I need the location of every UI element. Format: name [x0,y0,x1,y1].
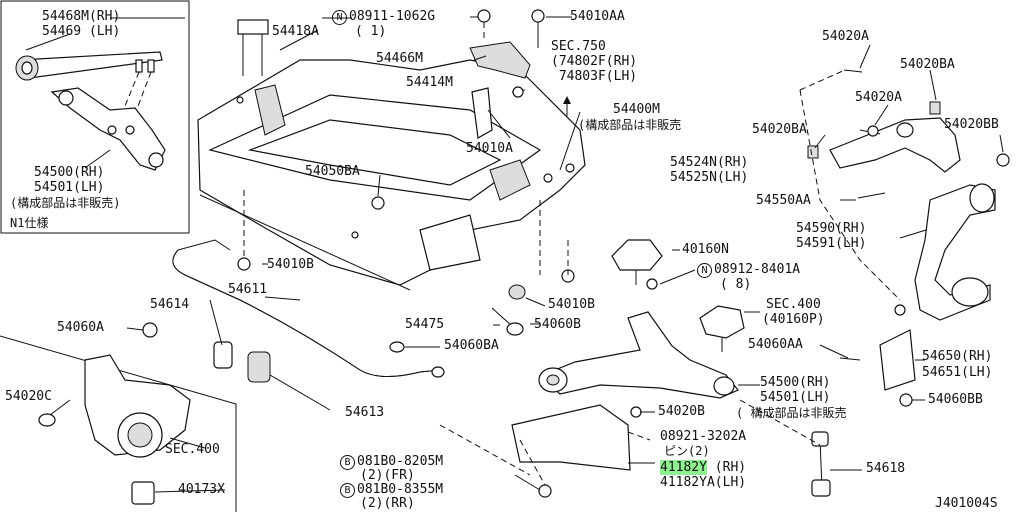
label-54010b-1: 54010B [267,257,314,272]
label-54525n: 54525N(LH) [670,170,749,185]
knuckle-frame [0,335,237,512]
label-54020c: 54020C [5,389,52,404]
label-08911-text: 08911-1062G [349,9,436,24]
bracket-54414m [471,87,493,139]
label-54524n: 54524N(RH) [670,155,749,170]
inset-part-54469: 54469 (LH) [42,24,121,39]
circle-b-symbol: B [340,455,355,470]
label-41182ya: 41182YA(LH) [660,475,747,490]
label-54651: 54651(LH) [922,365,993,380]
label-54613: 54613 [345,405,385,420]
label-54475: 54475 [405,317,445,332]
circle-n-symbol: N [332,10,347,25]
label-54060a: 54060A [57,320,104,335]
label-081b0-8205m-text: 081B0-8205M [357,454,444,469]
label-54590: 54590(RH) [796,221,867,236]
bolt-54060a [142,322,158,338]
label-74803f: 74803F(LH) [551,69,638,84]
label-081b0-8355m-qty: (2)(RR) [360,496,415,511]
label-54418a: 54418A [272,24,319,39]
upper-arm-54524n [807,69,1010,199]
label-41182y-rh: (RH) [714,460,747,475]
label-54400m: 54400M [613,102,660,117]
steering-knuckle [38,354,191,505]
inset-upper-arm [15,33,163,123]
label-08921-pin: ピン(2) [664,444,710,458]
label-54650: 54650(RH) [922,349,993,364]
front-suspension-member [197,59,586,291]
inset-note: (構成部品は非販売) [10,196,121,210]
label-54010b-2: 54010B [548,297,595,312]
label-40160p: (40160P) [762,312,825,327]
axle-housing-54590 [894,183,996,321]
label-54501-lh: 54501(LH) [760,390,831,405]
label-54591: 54591(LH) [796,236,867,251]
label-54050ba: 54050BA [305,164,360,179]
diagram-id: J401004S [935,496,998,511]
label-54550aa: 54550AA [756,193,811,208]
leader-lines [49,16,1004,493]
top-bolts [237,9,545,98]
highlighted-part-41182y: 41182Y [660,460,707,475]
label-54060aa: 54060AA [748,337,803,352]
label-54020ba-1: 54020BA [900,57,955,72]
inset-variant-label: N1仕様 [10,216,49,230]
label-08912-text: 08912-8401A [714,262,801,277]
label-54618: 54618 [866,461,906,476]
label-54020a-2: 54020A [855,90,902,105]
stabilizer-bar [172,239,441,377]
stabilizer-bushing [213,341,233,369]
stabilizer-connecting-rod [811,431,831,497]
label-sec400: SEC.400 [766,297,821,312]
ball-joint-40160p [699,305,745,352]
inset-part-54468m: 54468M(RH) [42,9,121,24]
splash-cover-41182y [511,404,631,471]
label-54060b: 54060B [534,317,581,332]
ball-joint-40160n [611,239,663,290]
label-08911-qty: ( 1) [355,24,387,39]
label-08912-qty: ( 8) [720,277,752,292]
bracket-54650 [879,329,916,391]
label-54060bb: 54060BB [928,392,983,407]
inset-part-54500: 54500(RH) [34,165,105,180]
inset-frame [0,0,190,234]
label-40160n: 40160N [682,242,729,257]
sec750-arrowhead [563,96,571,104]
lower-arm-54500 [538,311,739,418]
label-74802f: (74802F(RH) [551,54,638,69]
circle-b-symbol-2: B [340,483,355,498]
label-081b0-8205m-qty: (2)(FR) [360,468,415,483]
label-54500-rh: 54500(RH) [760,375,831,390]
bracket-54466m [469,41,531,79]
label-54614: 54614 [150,297,190,312]
label-54414m: 54414M [406,75,453,90]
label-54010aa: 54010AA [570,9,625,24]
label-54020a-1: 54020A [822,29,869,44]
inset-lower-arm [50,87,166,171]
label-54500-note: ( 構成部品は非販売 [736,406,847,420]
label-54060ba: 54060BA [444,338,499,353]
label-54611: 54611 [228,282,268,297]
label-54010a: 54010A [466,141,513,156]
label-54020b: 54020B [658,404,705,419]
circle-n-symbol-2: N [697,263,712,278]
label-54020ba-2: 54020BA [752,122,807,137]
inset-part-54501: 54501(LH) [34,180,105,195]
label-54020bb: 54020BB [944,117,999,132]
label-54466m: 54466M [376,51,423,66]
label-40173x: 40173X [178,482,225,497]
label-54400m-note: (構成部品は非販売 [578,118,682,132]
label-08921-3202a: 08921-3202A [660,429,747,444]
label-081b0-8355m-text: 081B0-8355M [357,482,444,497]
label-41182y: 41182Y (RH) [660,460,747,475]
label-sec750: SEC.750 [551,39,606,54]
stabilizer-clamp [247,351,271,383]
label-sec400-knuckle: SEC.400 [165,442,220,457]
